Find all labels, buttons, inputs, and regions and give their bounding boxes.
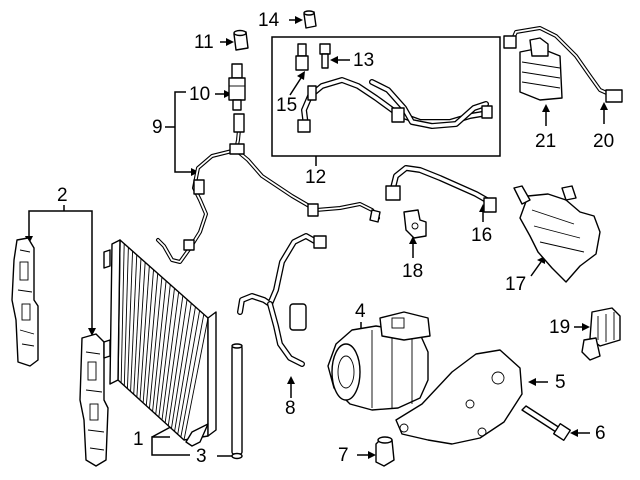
- callout-11: 11: [194, 32, 214, 53]
- suction-line: [156, 113, 381, 264]
- leader-lines: [25, 16, 608, 459]
- condenser-fin: [133, 258, 142, 395]
- condenser-fin: [123, 247, 129, 386]
- condenser-fin: [167, 299, 188, 426]
- callout-15: 15: [276, 95, 298, 116]
- callout-19: 19: [549, 317, 571, 338]
- callout-6: 6: [595, 423, 606, 444]
- callout-3: 3: [196, 446, 207, 467]
- condenser-fin: [177, 310, 201, 435]
- callout-17: 17: [505, 274, 527, 295]
- condenser-fin: [120, 243, 125, 383]
- callout-16: 16: [471, 225, 493, 246]
- bolt-6: [521, 405, 571, 441]
- condenser: [103, 239, 217, 447]
- condenser-fin: [152, 280, 167, 412]
- condenser-fin: [183, 317, 209, 441]
- condenser-fin: [117, 239, 121, 381]
- callout-21: 21: [535, 131, 557, 152]
- condenser-fin: [155, 284, 171, 415]
- callout-2: 2: [57, 185, 68, 206]
- hose-20: [503, 26, 623, 103]
- condenser-fin: [145, 273, 159, 406]
- valve-10: [228, 63, 246, 111]
- condenser-fin: [158, 288, 175, 418]
- hose-8: [237, 233, 327, 367]
- condenser-fin: [164, 295, 184, 423]
- side-bracket-left: [11, 237, 39, 367]
- callout-9: 9: [152, 117, 163, 138]
- evaporator-17: [513, 185, 601, 283]
- callout-8: 8: [285, 398, 296, 419]
- condenser-fin: [180, 314, 205, 438]
- sensor-19: [581, 307, 621, 361]
- compressor-4: [327, 311, 431, 411]
- callout-1: 1: [133, 429, 144, 450]
- condenser-fin: [142, 269, 154, 403]
- mount-7: [375, 436, 395, 467]
- pressure-sensor-13: [319, 43, 331, 69]
- condenser-fin: [136, 262, 146, 398]
- cap-11: [233, 29, 249, 51]
- compressor-bracket-5: [395, 349, 523, 445]
- cap-14: [303, 10, 317, 29]
- condenser-fin: [148, 277, 163, 409]
- hose-16: [385, 165, 497, 213]
- condenser-fin: [161, 291, 180, 421]
- callout-14: 14: [258, 10, 280, 31]
- callout-4: 4: [355, 301, 366, 322]
- side-bracket-right: [79, 333, 109, 467]
- condenser-fin: [170, 303, 192, 429]
- condenser-fin: [130, 254, 138, 392]
- condenser-fin: [174, 306, 196, 432]
- condenser-fin: [126, 251, 134, 389]
- receiver-drier-21: [519, 37, 563, 101]
- callout-5: 5: [555, 372, 566, 393]
- callout-10: 10: [189, 84, 211, 105]
- callout-13: 13: [353, 50, 375, 71]
- switch-15: [295, 43, 317, 101]
- drier-cartridge: [231, 343, 243, 460]
- callout-18: 18: [402, 261, 424, 282]
- bracket-18: [403, 209, 427, 239]
- callout-7: 7: [338, 445, 349, 466]
- callout-20: 20: [593, 131, 615, 152]
- pressure-line-assembly: [297, 77, 493, 133]
- condenser-fin: [139, 265, 150, 401]
- callout-12: 12: [305, 167, 327, 188]
